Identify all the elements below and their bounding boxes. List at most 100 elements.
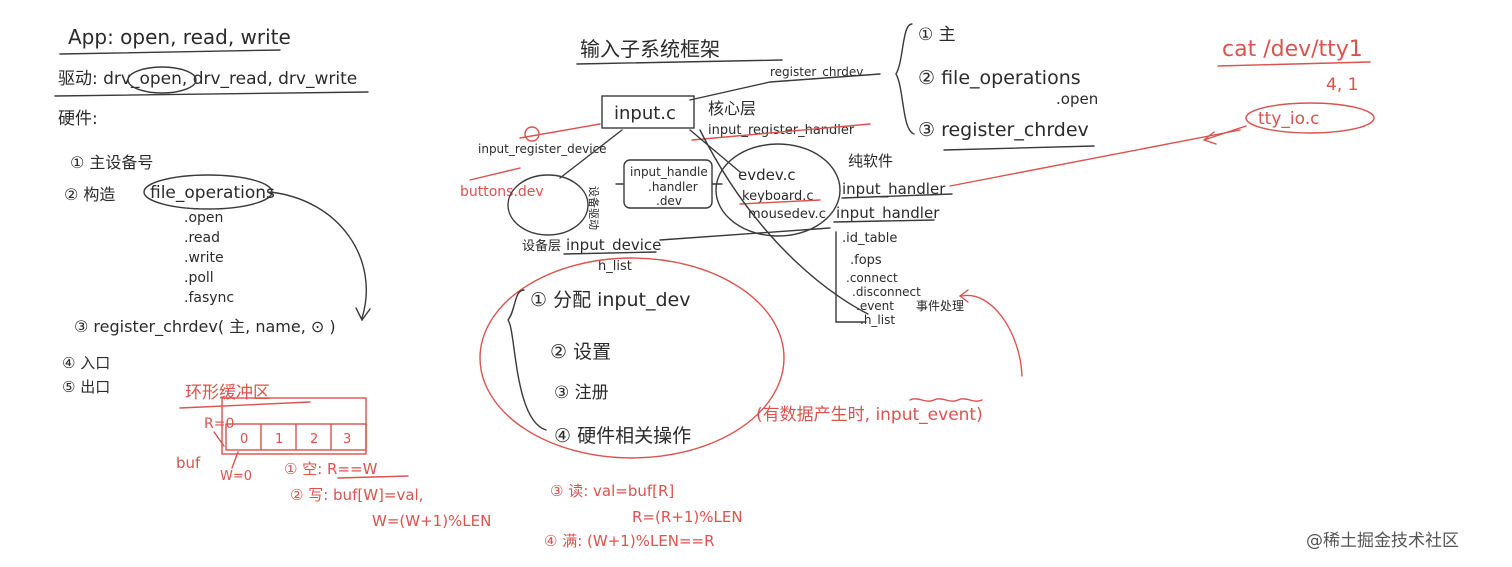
input-event-note: (有数据产生时, input_event) — [756, 405, 983, 425]
ring-buffer-title: 环形缓冲区 — [185, 383, 270, 403]
ring-full-rule: ④ 满: (W+1)%LEN==R — [544, 532, 715, 550]
ring-cell: 1 — [275, 432, 283, 447]
ring-w0: W=0 — [220, 469, 252, 484]
fops-poll: .poll — [184, 270, 214, 286]
device-to-core-line — [559, 129, 623, 179]
input-register-handler-label: input_register_handler — [708, 123, 855, 138]
keyboard-red-underline — [739, 199, 821, 205]
field-disconnect: .disconnect — [852, 285, 921, 299]
major-minor-nums: 4, 1 — [1326, 75, 1358, 95]
handler-mousedev: mousedev.c — [748, 207, 826, 222]
title-underline — [576, 59, 783, 65]
fops-write: .write — [184, 250, 224, 266]
buttons-red-line — [469, 167, 521, 181]
handle-item: input_handle — [630, 165, 708, 179]
tty-io-label: tty_io.c — [1258, 109, 1319, 129]
fops-label: file_operations — [150, 183, 275, 203]
step-exit: ⑤ 出口 — [62, 378, 110, 396]
ring-cell: 3 — [343, 432, 351, 447]
right-item-major: ① 主 — [918, 25, 956, 45]
steps-brace — [507, 289, 547, 431]
tty-arrow — [1202, 125, 1247, 145]
input-c-box — [601, 95, 695, 129]
core-to-chrdev-line — [689, 73, 881, 101]
ih1-underline — [841, 193, 953, 199]
core-to-handler-line — [689, 129, 741, 173]
event-red-arc — [961, 294, 1023, 377]
device-driver-vertical: 设备驱动 — [587, 186, 601, 230]
field-h-list: .h_list — [860, 313, 895, 327]
input-c-label: input.c — [614, 103, 676, 124]
tty-io-circle — [1245, 102, 1375, 134]
ring-buf-label: buf — [176, 454, 201, 472]
event-red-arrowhead — [958, 289, 969, 303]
step-register-chrdev: ③ register_chrdev( 主, name, ⊙ ) — [74, 317, 336, 337]
device-layer-label: 设备层 — [522, 238, 561, 254]
ring-read-rule-2: R=(R+1)%LEN — [632, 508, 743, 526]
fops-to-register-arrow — [269, 191, 367, 319]
field-id-table: .id_table — [842, 231, 897, 246]
handlers-ellipse — [715, 143, 841, 237]
cat-underline — [1217, 61, 1371, 67]
handle-item: .handler — [648, 180, 698, 194]
driver-steps-circle — [479, 257, 785, 459]
device-to-handler-line — [659, 227, 831, 241]
step-setup: ② 设置 — [550, 341, 611, 363]
drv-open-circle — [127, 66, 197, 94]
step-hardware-ops: ④ 硬件相关操作 — [554, 425, 691, 447]
step-register: ③ 注册 — [554, 383, 609, 403]
step-entry: ④ 入口 — [62, 354, 110, 372]
right-item-fops: ② file_operations — [918, 67, 1081, 89]
ring-write-rule-1: ② 写: buf[W]=val, — [290, 486, 423, 504]
field-fops: .fops — [850, 253, 882, 268]
underline-driver — [54, 91, 369, 97]
step-alloc: ① 分配 input_dev — [530, 289, 690, 311]
event-handling-note: 事件处理 — [916, 299, 964, 313]
field-connect: .connect — [846, 271, 898, 285]
hardware-line: 硬件: — [58, 109, 98, 129]
fields-bracket — [835, 231, 867, 323]
ih2-underline — [833, 219, 935, 223]
app-line: App: open, read, write — [68, 25, 291, 49]
underline-app — [59, 49, 281, 55]
input-handler-1: input_handler — [842, 180, 946, 199]
fops-open: .open — [184, 210, 223, 226]
red-mark — [524, 126, 540, 142]
ring-r0: R=0 — [204, 416, 234, 432]
cat-dev-tty1: cat /dev/tty1 — [1222, 37, 1363, 62]
h-list-label: h_list — [598, 259, 632, 274]
event-layer-label: 纯软件 — [848, 152, 893, 170]
right-item-register: ③ register_chrdev — [918, 119, 1089, 141]
input-register-device-label: input_register_device — [478, 142, 607, 156]
handler-to-tty-red-line — [949, 129, 1241, 187]
ring-read-rule-1: ③ 读: val=buf[R] — [550, 482, 674, 500]
field-event: .event — [856, 299, 894, 313]
core-to-event-curve — [699, 129, 869, 315]
fops-read: .read — [184, 230, 220, 246]
step-major-number: ① 主设备号 — [70, 153, 153, 172]
fops-fasync: .fasync — [184, 290, 234, 306]
right-item-open: .open — [1056, 90, 1098, 108]
register-handler-red-line — [691, 123, 871, 141]
ring-cell: 2 — [310, 432, 318, 447]
device-blob — [507, 174, 589, 236]
buttons-dev-label: buttons.dev — [460, 184, 544, 200]
step-construct: ② 构造 — [64, 185, 115, 204]
register-underline — [943, 145, 1095, 151]
handler-evdev: evdev.c — [738, 166, 796, 184]
empty-underline — [337, 475, 409, 479]
right-brace — [895, 23, 915, 135]
framework-title: 输入子系统框架 — [580, 37, 720, 61]
register-device-red-line — [519, 123, 601, 139]
ring-title-underline — [179, 401, 311, 409]
ring-empty-rule: ① 空: R==W — [284, 460, 378, 478]
input-device-label: input_device — [566, 236, 661, 255]
input-handler-2: input_handler — [836, 204, 940, 223]
watermark-text: @稀土掘金技术社区 — [1306, 531, 1459, 551]
ring-cell: 0 — [240, 432, 248, 447]
register-chrdev-note: register_chrdev — [770, 65, 863, 79]
ring-write-rule-2: W=(W+1)%LEN — [372, 512, 491, 530]
fops-arrowhead — [355, 307, 371, 322]
